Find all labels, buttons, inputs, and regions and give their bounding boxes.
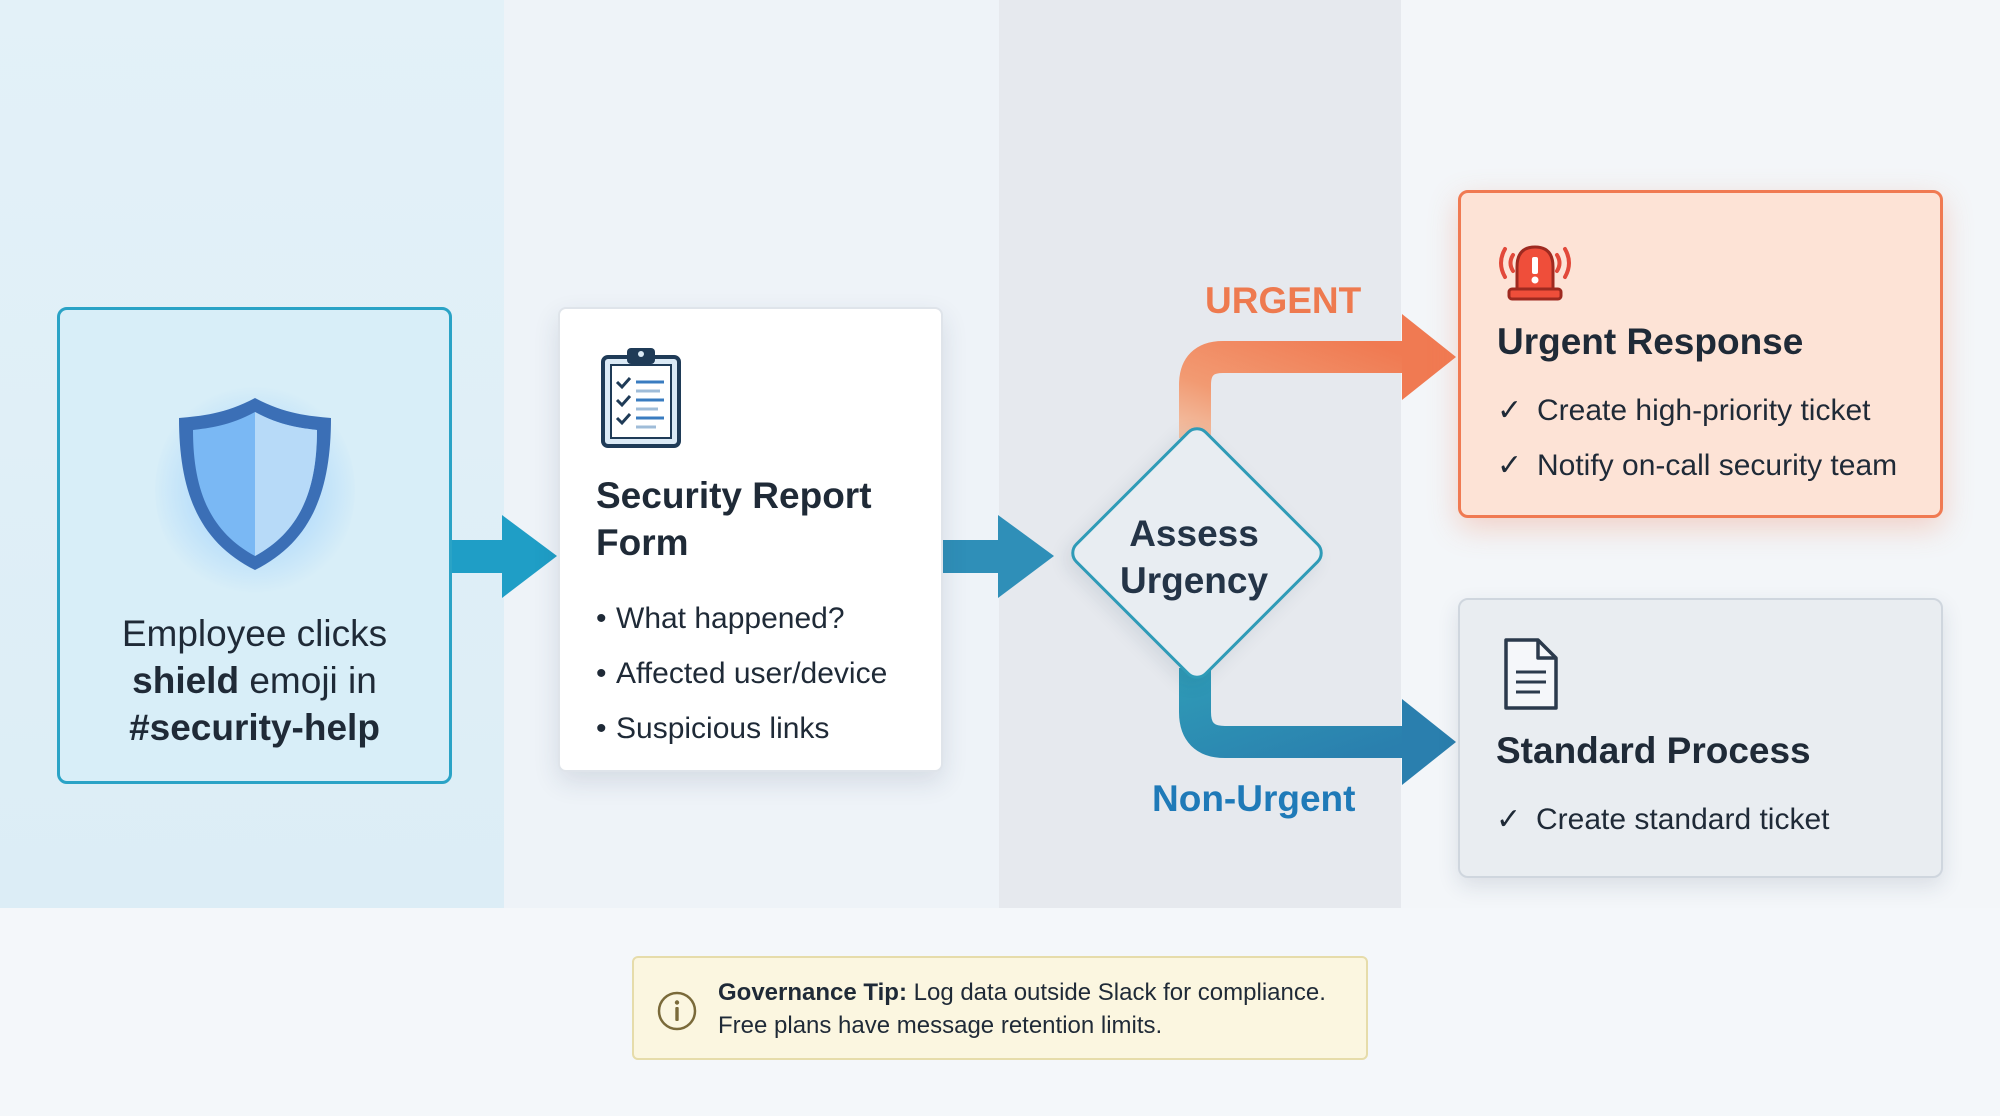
- urgent-action-list: ✓ Create high-priority ticket ✓ Notify on-…: [1497, 383, 1897, 493]
- arrow-nonurgent-branch: [1179, 668, 1456, 785]
- standard-action-item: ✓ Create standard ticket: [1496, 792, 1829, 847]
- security-report-form-card: Security Report Form • What happened? • Af…: [558, 307, 943, 772]
- shield-icon: [179, 398, 331, 570]
- alarm-siren-icon: [1499, 245, 1571, 301]
- governance-tip-text: Governance Tip: Log data outside Slack f…: [718, 976, 1326, 1042]
- standard-process-card: Standard Process ✓ Create standard ticket: [1458, 598, 1943, 878]
- form-field-item: • Suspicious links: [596, 701, 887, 756]
- form-field-list: • What happened? • Affected user/device • S…: [596, 591, 887, 756]
- standard-action-label: Create standard ticket: [1536, 803, 1830, 836]
- form-field-label: What happened?: [616, 602, 845, 635]
- form-title-line-1: Security Report: [596, 475, 872, 516]
- channel-name: #security-help: [129, 707, 380, 748]
- trigger-shield-word: shield: [132, 660, 240, 701]
- check-glyph: ✓: [1496, 803, 1522, 836]
- trigger-line-2-rest: emoji in: [239, 660, 377, 701]
- urgent-response-card: Urgent Response ✓ Create high-priority ti…: [1458, 190, 1943, 518]
- clipboard-checklist-icon: [601, 348, 681, 448]
- form-field-label: Suspicious links: [616, 712, 830, 745]
- nonurgent-branch-label: Non-Urgent: [1152, 778, 1356, 819]
- governance-tip-box: Governance Tip: Log data outside Slack f…: [632, 956, 1368, 1060]
- form-field-item: • Affected user/device: [596, 646, 887, 701]
- arrow-urgent-branch: [1179, 314, 1456, 438]
- tip-line-1: Governance Tip: Log data outside Slack f…: [718, 976, 1326, 1009]
- standard-action-list: ✓ Create standard ticket: [1496, 792, 1829, 847]
- arrow-form-to-decision: [943, 515, 1054, 598]
- bullet-glyph: •: [596, 602, 607, 635]
- tip-line-2: Free plans have message retention limits…: [718, 1012, 1163, 1039]
- urgent-action-label: Create high-priority ticket: [1537, 394, 1871, 427]
- decision-line-1: Assess: [1129, 513, 1259, 554]
- urgent-action-item: ✓ Notify on-call security team: [1497, 438, 1897, 493]
- bullet-glyph: •: [596, 712, 607, 745]
- urgent-action-item: ✓ Create high-priority ticket: [1497, 383, 1897, 438]
- tip-line-1-text: Log data outside Slack for compliance.: [906, 979, 1326, 1006]
- form-field-label: Affected user/device: [616, 657, 888, 690]
- arrow-trigger-to-form: [450, 515, 557, 598]
- urgent-branch-label: URGENT: [1205, 280, 1362, 321]
- form-title: Security Report Form: [596, 472, 926, 566]
- trigger-channel: #security-help: [60, 704, 449, 751]
- trigger-line-1: Employee clicks: [121, 613, 388, 654]
- info-icon: [657, 991, 697, 1031]
- tip-heading: Governance Tip:: [718, 979, 907, 1006]
- standard-process-title: Standard Process: [1496, 730, 1811, 771]
- trigger-card: Employee clicks shield emoji in #securit…: [57, 307, 452, 784]
- decision-label: Assess Urgency: [1094, 510, 1294, 604]
- check-glyph: ✓: [1497, 449, 1523, 482]
- check-glyph: ✓: [1497, 394, 1523, 427]
- form-title-line-2: Form: [596, 522, 689, 563]
- urgent-response-title: Urgent Response: [1497, 321, 1804, 362]
- trigger-description: Employee clicks shield emoji in #securit…: [60, 610, 449, 751]
- bullet-glyph: •: [596, 657, 607, 690]
- urgent-action-label: Notify on-call security team: [1537, 449, 1898, 482]
- trigger-line-2: shield emoji in: [60, 657, 449, 704]
- document-icon: [1504, 638, 1558, 710]
- form-field-item: • What happened?: [596, 591, 887, 646]
- decision-line-2: Urgency: [1119, 560, 1269, 601]
